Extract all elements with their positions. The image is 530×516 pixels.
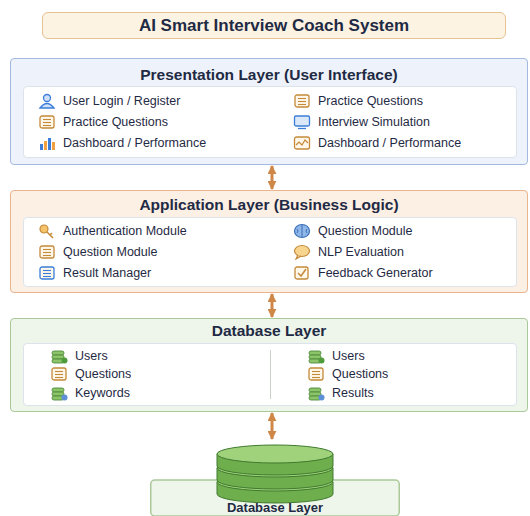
module-item: Dashboard / Performance [38, 133, 293, 154]
column-divider [270, 350, 271, 399]
item-icon [293, 265, 311, 281]
item-icon [38, 223, 56, 239]
item-icon [38, 244, 56, 260]
item-icon [293, 223, 311, 239]
item-label: Users [332, 349, 365, 363]
item-icon [293, 93, 311, 109]
title-box: AI Smart Interview Coach System [42, 12, 506, 39]
module-item: Results [307, 384, 516, 402]
item-label: Interview Simulation [318, 115, 430, 129]
layer-heading: Application Layer (Business Logic) [11, 196, 527, 214]
item-label: Questions [75, 367, 131, 381]
module-item: Feedback Generator [293, 262, 516, 283]
item-label: Feedback Generator [318, 266, 433, 280]
module-item: Result Manager [38, 262, 293, 283]
item-icon [293, 244, 311, 260]
layer-panel: Presentation Layer (User Interface) User … [10, 58, 528, 165]
item-icon [38, 93, 56, 109]
layer-panel: Database LayerUsers UsersQuestions Questio… [10, 318, 528, 412]
module-list: User Login / RegisterPractice QuestionsP… [23, 86, 517, 158]
item-icon [38, 135, 56, 151]
module-item: User Login / Register [38, 90, 293, 111]
item-label: Question Module [63, 245, 158, 259]
layer-heading: Presentation Layer (User Interface) [11, 66, 527, 84]
item-label: Keywords [75, 386, 130, 400]
item-icon [50, 348, 68, 364]
item-label: Practice Questions [63, 115, 168, 129]
module-item: Users [50, 347, 307, 365]
module-item: Questions [307, 365, 516, 383]
module-item: Interview Simulation [293, 111, 516, 132]
module-item: Question Module [293, 221, 516, 242]
item-label: Results [332, 386, 374, 400]
table-list: Users UsersQuestions QuestionsKeywords Resu… [23, 343, 517, 406]
item-icon [50, 366, 68, 382]
item-icon [307, 366, 325, 382]
module-item: Dashboard / Performance [293, 133, 516, 154]
item-label: Dashboard / Performance [318, 136, 461, 150]
item-label: Practice Questions [318, 94, 423, 108]
layer-arrow [271, 413, 274, 439]
layer-arrow [271, 294, 274, 317]
item-label: User Login / Register [63, 94, 180, 108]
module-item: NLP Evaluation [293, 242, 516, 263]
module-item: Authentication Module [38, 221, 293, 242]
module-item: Practice Questions [38, 111, 293, 132]
layer-arrow [271, 166, 274, 189]
module-item: Practice Questions [293, 90, 516, 111]
store-label: Database Layer [150, 500, 400, 515]
diagram-title: AI Smart Interview Coach System [139, 16, 409, 36]
module-item: Keywords [50, 384, 307, 402]
module-item: Questions [50, 365, 307, 383]
database-store: Database Layer [150, 440, 400, 516]
layer-heading: Database Layer [11, 322, 527, 340]
item-label: NLP Evaluation [318, 245, 404, 259]
layer-panel: Application Layer (Business Logic) Authen… [10, 190, 528, 293]
item-icon [293, 135, 311, 151]
item-icon [38, 265, 56, 281]
item-icon [38, 114, 56, 130]
item-icon [293, 114, 311, 130]
item-label: Authentication Module [63, 224, 187, 238]
module-item: Question Module [38, 242, 293, 263]
item-label: Result Manager [63, 266, 151, 280]
item-label: Users [75, 349, 108, 363]
item-icon [307, 348, 325, 364]
item-label: Questions [332, 367, 388, 381]
item-label: Question Module [318, 224, 413, 238]
item-label: Dashboard / Performance [63, 136, 206, 150]
module-list: Authentication ModuleQuestion ModuleQues… [23, 217, 517, 287]
module-item: Users [307, 347, 516, 365]
item-icon [50, 385, 68, 401]
item-icon [307, 385, 325, 401]
